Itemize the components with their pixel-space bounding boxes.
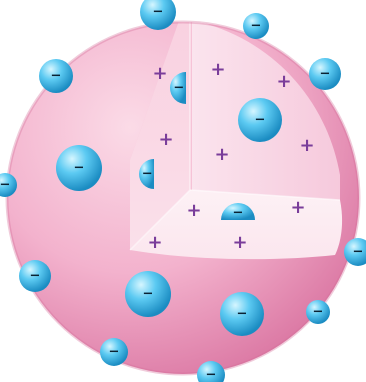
minus-sign: − (251, 19, 262, 34)
plus-sign: + (276, 71, 291, 92)
minus-sign: − (0, 178, 10, 193)
plus-sign: + (214, 144, 229, 165)
minus-sign: − (51, 69, 62, 84)
minus-sign: − (237, 307, 248, 322)
minus-sign: − (255, 113, 266, 128)
plus-sign: + (186, 200, 201, 221)
minus-sign: − (353, 245, 364, 260)
plus-sign: + (158, 129, 173, 150)
minus-sign: − (74, 161, 85, 176)
minus-sign: − (109, 345, 120, 360)
electron: − (125, 271, 171, 317)
minus-sign: − (153, 5, 164, 20)
minus-sign: − (142, 167, 153, 182)
electron: − (309, 58, 341, 90)
minus-sign: − (313, 305, 324, 320)
minus-sign: − (320, 67, 331, 82)
minus-sign: − (30, 269, 41, 284)
minus-sign: − (173, 81, 184, 96)
plus-sign: + (152, 63, 167, 84)
minus-sign: − (233, 206, 244, 221)
plus-sign: + (299, 135, 314, 156)
minus-sign: − (143, 287, 154, 302)
electron: − (56, 145, 102, 191)
electron: − (39, 59, 73, 93)
electron: − (100, 338, 128, 366)
plus-sign: + (147, 232, 162, 253)
electron: − (306, 300, 330, 324)
electron: − (243, 13, 269, 39)
electron: − (238, 98, 282, 142)
plus-sign: + (290, 197, 305, 218)
minus-sign: − (206, 368, 217, 382)
plus-sign: + (232, 232, 247, 253)
plus-sign: + (210, 59, 225, 80)
electron: − (19, 260, 51, 292)
electron: − (220, 292, 264, 336)
